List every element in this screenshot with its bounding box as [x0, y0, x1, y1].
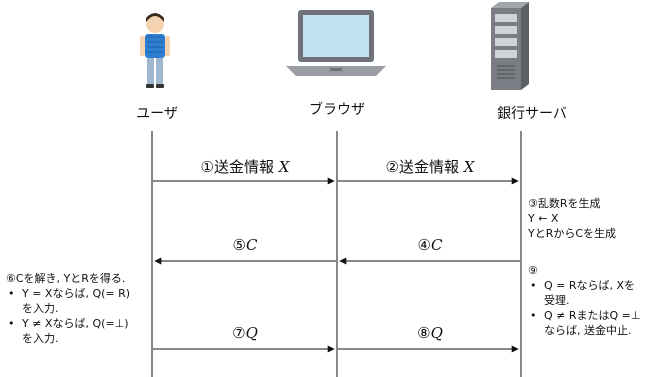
- server-icon: [491, 2, 529, 90]
- message-label-5: ⑤C: [160, 236, 330, 254]
- note-bullet-line: Q ≠ RまたはQ =⊥: [544, 309, 641, 322]
- message-label-7: ⑦Q: [160, 324, 330, 342]
- note-title: ⑨: [528, 264, 538, 277]
- note-bullet-line: 受理.: [544, 294, 570, 307]
- message-variable: Q: [430, 324, 443, 342]
- message-text: 送金情報: [213, 158, 274, 176]
- browser-label: ブラウザ: [309, 102, 365, 118]
- note-bullet: Y ≠ Xならば, Q(=⊥) を入力.: [6, 316, 150, 346]
- server-note-generate: ③乱数Rを生成 Y ← X YとRからCを生成: [528, 196, 664, 241]
- message-label-2: ②送金情報 X: [345, 156, 515, 177]
- message-variable: C: [245, 236, 258, 254]
- user-note-decrypt: ⑥Cを解き, YとRを得る. Y = Xならば, Q(= R) を入力. Y ≠…: [6, 271, 150, 346]
- message-label-8: ⑧Q: [345, 324, 515, 342]
- note-bullet: Q = Rならば, Xを 受理.: [528, 278, 664, 308]
- note-line: ③乱数Rを生成: [528, 197, 601, 210]
- note-title: ⑥Cを解き, YとRを得る.: [6, 272, 126, 285]
- message-number: ⑧: [417, 324, 431, 342]
- message-variable: X: [278, 158, 290, 176]
- message-text: 送金情報: [398, 158, 459, 176]
- note-bullet-line: Y ≠ Xならば, Q(=⊥): [22, 317, 129, 330]
- message-number: ④: [417, 236, 431, 254]
- user-label: ユーザ: [136, 106, 178, 122]
- message-number: ①: [200, 158, 214, 176]
- person-icon: [140, 13, 170, 88]
- note-bullet-line: Q = Rならば, Xを: [544, 279, 636, 292]
- message-variable: Q: [245, 324, 258, 342]
- note-bullet: Y = Xならば, Q(= R) を入力.: [6, 286, 150, 316]
- message-label-1: ①送金情報 X: [160, 156, 330, 177]
- note-bullet-line: を入力.: [22, 332, 59, 345]
- note-list: Q = Rならば, Xを 受理. Q ≠ RまたはQ =⊥ ならば, 送金中止.: [528, 278, 664, 338]
- laptop-icon: [286, 10, 386, 76]
- server-label: 銀行サーバ: [497, 106, 567, 122]
- note-bullet: Q ≠ RまたはQ =⊥ ならば, 送金中止.: [528, 308, 664, 338]
- note-line: YとRからCを生成: [528, 227, 617, 240]
- message-number: ⑤: [232, 236, 246, 254]
- message-number: ⑦: [232, 324, 246, 342]
- message-variable: X: [463, 158, 475, 176]
- note-bullet-line: を入力.: [22, 302, 59, 315]
- note-bullet-line: Y = Xならば, Q(= R): [22, 287, 131, 300]
- message-number: ②: [385, 158, 399, 176]
- message-variable: C: [430, 236, 443, 254]
- server-note-verify: ⑨ Q = Rならば, Xを 受理. Q ≠ RまたはQ =⊥ ならば, 送金中…: [528, 263, 664, 338]
- note-list: Y = Xならば, Q(= R) を入力. Y ≠ Xならば, Q(=⊥) を入…: [6, 286, 150, 346]
- note-bullet-line: ならば, 送金中止.: [544, 324, 632, 337]
- message-label-4: ④C: [345, 236, 515, 254]
- note-line: Y ← X: [528, 212, 559, 225]
